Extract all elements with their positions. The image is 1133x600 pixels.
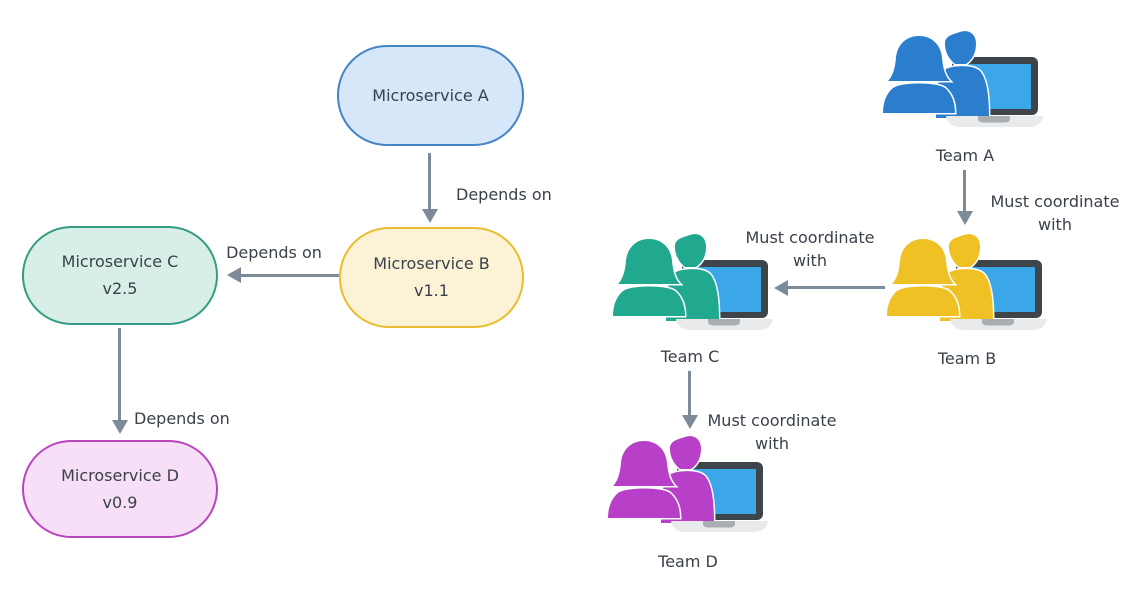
- team-icon-svg: [611, 232, 773, 330]
- team-icon-svg: [606, 434, 768, 532]
- team-a-label: Team A: [935, 146, 995, 165]
- team-b-people-laptop-icon: [884, 232, 1047, 331]
- node-title: Microservice C: [61, 252, 179, 271]
- node-version: v0.9: [102, 492, 138, 512]
- arrowhead-down-icon: [422, 209, 438, 223]
- edge-a-to-b-line: [428, 153, 431, 210]
- edge-b-to-c-line: [240, 274, 339, 277]
- edge-team-b-to-c-label: Must coordinate with: [745, 228, 875, 270]
- arrowhead-down-icon: [957, 211, 973, 225]
- edge-c-to-d-line: [118, 328, 121, 421]
- edge-c-to-d-label: Depends on: [134, 409, 230, 428]
- arrowhead-left-icon: [227, 267, 241, 283]
- edge-team-c-to-d-line: [688, 371, 691, 416]
- team-icon-svg: [885, 232, 1047, 330]
- edge-team-c-to-d-label: Must coordinate with: [707, 411, 837, 453]
- arrowhead-down-icon: [682, 415, 698, 429]
- edge-a-to-b-label: Depends on: [456, 185, 552, 204]
- node-title: Microservice D: [61, 465, 179, 485]
- arrowhead-left-icon: [774, 280, 788, 296]
- edge-team-b-to-c-line: [788, 286, 885, 289]
- node-microservice-b: Microservice B v1.1: [339, 227, 524, 328]
- node-version: v1.1: [414, 281, 449, 300]
- team-icon-svg: [881, 29, 1043, 127]
- team-d-label: Team D: [658, 552, 718, 571]
- edge-team-a-to-b-label: Must coordinate with: [990, 192, 1120, 234]
- team-b-label: Team B: [937, 349, 997, 368]
- edge-team-a-to-b-line: [963, 170, 966, 212]
- team-a-people-laptop-icon: [880, 29, 1043, 128]
- node-microservice-d: Microservice D v0.9: [22, 440, 218, 538]
- node-title: Microservice A: [372, 85, 489, 105]
- node-title: Microservice B: [373, 254, 490, 273]
- team-c-label: Team C: [660, 347, 720, 366]
- team-c-people-laptop-icon: [610, 232, 773, 331]
- arrowhead-down-icon: [112, 420, 128, 434]
- node-microservice-c: Microservice C v2.5: [22, 226, 218, 325]
- edge-b-to-c-label: Depends on: [226, 243, 322, 262]
- node-microservice-a: Microservice A: [337, 45, 524, 146]
- team-d-people-laptop-icon: [605, 434, 768, 533]
- node-version: v2.5: [102, 279, 138, 298]
